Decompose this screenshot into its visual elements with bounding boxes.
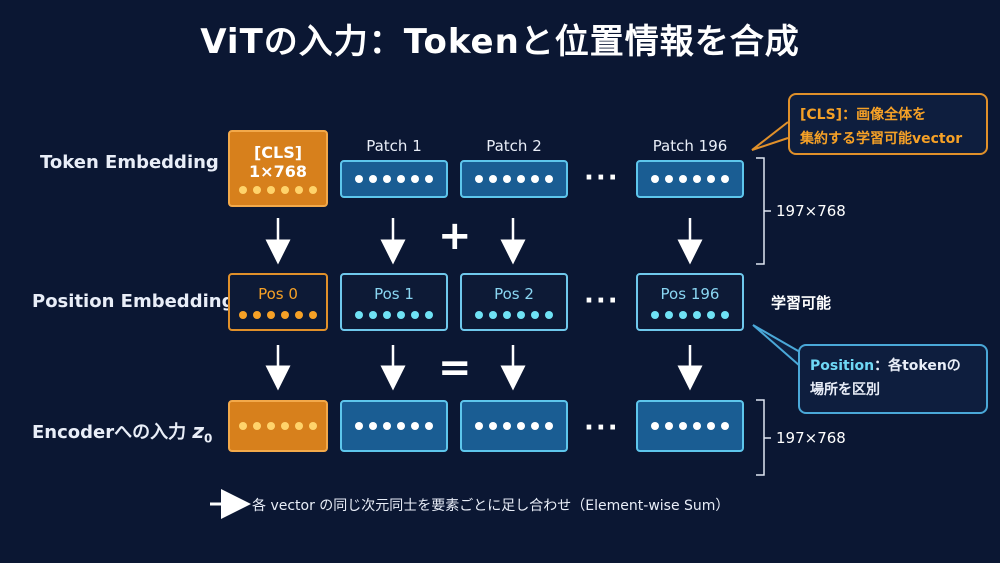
callout-cls-line2: 集約する学習可能vector <box>800 131 963 147</box>
callout-position-highlight: Position <box>810 358 875 374</box>
encoder-input-variable: z <box>192 419 205 443</box>
column-header-patch-196: Patch 196 <box>652 137 728 155</box>
equals-operator: = <box>438 345 472 391</box>
callout-cls: [CLS]：画像全体を 集約する学習可能vector <box>788 93 988 155</box>
encoder-input-text: Encoderへの入力 <box>32 422 193 443</box>
patch-196-vector <box>651 175 729 183</box>
learnable-label: 学習可能 <box>771 294 832 312</box>
pos-196-box: Pos 196 <box>636 273 744 331</box>
footer-note: 各 vector の同じ次元同士を要素ごとに足し合わせ（Element-wise… <box>252 498 730 514</box>
callout-position-line2: 場所を区別 <box>810 382 880 398</box>
patch-1-token-box <box>340 160 448 198</box>
column-header-patch-1: Patch 1 <box>366 137 422 155</box>
patch-1-vector <box>355 175 433 183</box>
pos-0-vector <box>239 311 317 319</box>
pos-1-label: Pos 1 <box>374 285 414 303</box>
cls-token-vector <box>239 186 317 194</box>
patch-196-token-box <box>636 160 744 198</box>
encoder-input-patch-1-vector <box>355 422 433 430</box>
encoder-input-patch-2-box <box>460 400 568 452</box>
pos-0-box: Pos 0 <box>228 273 328 331</box>
callout-position: Position：各tokenの 場所を区別 <box>798 344 988 414</box>
encoder-input-patch-196-vector <box>651 422 729 430</box>
pos-2-box: Pos 2 <box>460 273 568 331</box>
bracket-top <box>756 157 765 265</box>
dimension-label-bottom: 197×768 <box>776 429 846 447</box>
callout-position-line1: ：各tokenの <box>874 358 961 374</box>
cls-token-label: [CLS] <box>253 143 303 162</box>
row-label-position-embedding: Position Embedding <box>32 291 235 312</box>
callout-cls-highlight: [CLS] <box>800 107 843 123</box>
callout-position-pointer <box>752 324 801 367</box>
dimension-label-top: 197×768 <box>776 202 846 220</box>
encoder-input-patch-1-box <box>340 400 448 452</box>
column-header-patch-2: Patch 2 <box>486 137 542 155</box>
pos-2-vector <box>475 311 553 319</box>
encoder-input-subscript: 0 <box>204 431 213 446</box>
encoder-input-patch-2-vector <box>475 422 553 430</box>
pos-1-vector <box>355 311 433 319</box>
row-label-token-embedding: Token Embedding <box>40 152 219 173</box>
pos-196-label: Pos 196 <box>660 285 720 303</box>
cls-token-dimension: 1×768 <box>249 162 307 181</box>
pos-2-label: Pos 2 <box>494 285 534 303</box>
pos-1-box: Pos 1 <box>340 273 448 331</box>
patch-2-token-box <box>460 160 568 198</box>
ellipsis-row-1: ··· <box>584 163 620 193</box>
encoder-input-cls-vector <box>239 422 317 430</box>
row-label-encoder-input: Encoderへの入力 z0 <box>32 418 212 446</box>
page-title: ViTの入力：Tokenと位置情報を合成 <box>200 22 800 62</box>
pos-0-label: Pos 0 <box>258 285 298 303</box>
plus-operator: + <box>438 213 472 259</box>
ellipsis-row-2: ··· <box>584 286 620 316</box>
pos-196-vector <box>651 311 729 319</box>
callout-cls-line1: ：画像全体を <box>842 107 927 123</box>
encoder-input-cls-box <box>228 400 328 452</box>
patch-2-vector <box>475 175 553 183</box>
cls-token-box: [CLS] 1×768 <box>228 130 328 207</box>
callout-cls-pointer <box>751 121 789 151</box>
bracket-bottom <box>756 399 765 476</box>
encoder-input-patch-196-box <box>636 400 744 452</box>
ellipsis-row-3: ··· <box>584 413 620 443</box>
